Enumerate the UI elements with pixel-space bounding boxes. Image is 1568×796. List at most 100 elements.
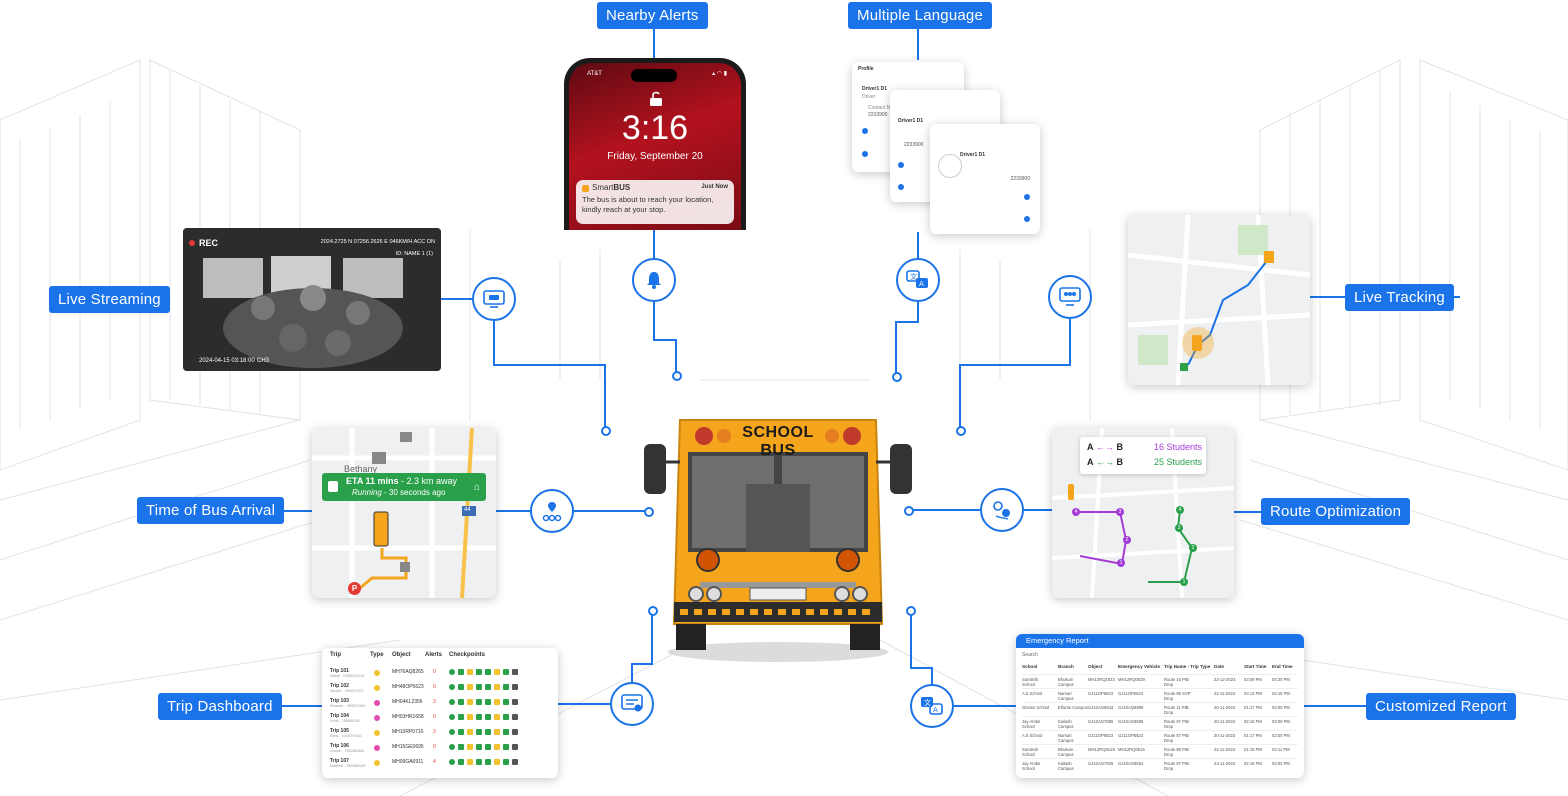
trip-object: MH04KL2356	[392, 699, 423, 705]
trip-checkpoints	[449, 744, 521, 752]
driver-name: Driver1 D1	[960, 152, 986, 158]
route-legend-row-1: A ←→ B	[1087, 442, 1124, 452]
report-cell: 02:50 PM	[1272, 733, 1290, 738]
trip-name: Trip 104	[330, 713, 349, 719]
report-cell: GJ10AQ8989	[1118, 705, 1144, 710]
route-2-students: 25 Students	[1154, 457, 1203, 467]
arrival-map[interactable]: Bethany 44 P	[312, 428, 496, 598]
eta-distance: 2.3 km away	[406, 476, 458, 486]
stream-timestamp: 2024-04-15 03:18:00	[199, 358, 255, 364]
dynamic-island	[631, 69, 677, 82]
trip-object: MH03HR1658	[392, 714, 424, 720]
report-cell: 02:15 PM	[1244, 719, 1262, 724]
contact-phone: 2233900	[1010, 176, 1030, 182]
profile-card-arabic: Driver1 D1 2233900	[930, 124, 1040, 234]
report-cell: Glories School	[1022, 705, 1050, 710]
trip-object: MH76AQ8265	[392, 669, 424, 675]
driver-role: Driver	[862, 94, 876, 100]
trip-object: MH48OP5623	[392, 684, 424, 690]
live-stream-video[interactable]: REC 2024.2725 N 07256.2626 E 046KM/H ACC…	[183, 228, 441, 371]
trip-name: Trip 102	[330, 683, 349, 689]
report-search[interactable]: Search	[1022, 652, 1038, 658]
report-cell: 02:50 PM	[1272, 705, 1290, 710]
eta-banner[interactable]: ETA 11 mins - 2.3 km away Running - 30 s…	[322, 473, 486, 501]
report-cell: Kailash Campus	[1058, 761, 1074, 771]
svg-text:文: 文	[924, 698, 931, 707]
connector-node	[904, 506, 914, 516]
connector-node	[672, 371, 682, 381]
col-type: Type	[370, 652, 384, 658]
eta-status-line: Running - 30 seconds ago	[352, 488, 446, 497]
label-live-tracking: Live Tracking	[1345, 284, 1454, 311]
trip-dashboard-table: Trip Type Object Alerts Checkpoints Trip…	[322, 648, 558, 778]
stream-channel: CH3	[257, 358, 270, 364]
trip-type-icon	[374, 670, 380, 676]
report-cell: 02:53 PM	[1272, 761, 1290, 766]
route-stop: 2	[1189, 544, 1197, 552]
dashboard-monitor-icon	[610, 682, 654, 726]
report-cell: Route 11 PIB Drop	[1164, 705, 1189, 715]
svg-text:A: A	[919, 280, 924, 288]
report-cell: 01:17 PM	[1244, 733, 1262, 738]
svg-text:A: A	[933, 706, 938, 714]
live-tracking-map[interactable]	[1128, 215, 1310, 385]
place-label: Bethany	[344, 464, 378, 474]
col-object: Object	[392, 652, 411, 658]
svg-text:文: 文	[910, 272, 917, 281]
status-icons: ▴ ◠ ▮	[712, 71, 727, 77]
col-trip: Trip	[330, 652, 342, 658]
report-cell: Route 87 PIB Drop	[1164, 761, 1189, 771]
avatar	[938, 154, 962, 178]
report-cell: GJ11OP5623	[1088, 733, 1114, 738]
trip-object: MH15GE0695	[392, 744, 424, 750]
report-title: Emergency Report	[1016, 634, 1304, 648]
parking-marker: P	[348, 582, 361, 595]
col-alerts: Alerts	[425, 652, 443, 658]
trip-checkpoints	[449, 714, 521, 722]
driver-name: Driver1 D1	[898, 118, 924, 124]
phone-lock-screen: AT&T ▴ ◠ ▮ 3:16 Friday, September 20 Sma…	[564, 58, 746, 230]
route-stop: 1	[1117, 559, 1125, 567]
driver-name: Driver1 D1	[862, 86, 888, 92]
report-cell: A.b School	[1022, 691, 1043, 696]
route-from: A	[1087, 442, 1094, 452]
eta-headline: ETA 11 mins - 2.3 km away	[346, 476, 458, 486]
report-cell: Narsari Campus	[1058, 733, 1074, 743]
report-cell: 24-11-2023	[1214, 747, 1236, 752]
report-cell: Bhukum Campus	[1058, 747, 1074, 757]
route-stop: 4	[1072, 508, 1080, 516]
trip-name: Trip 101	[330, 668, 349, 674]
report-cell: GJ10AG7825	[1088, 761, 1114, 766]
report-cell: 03:09 PM	[1244, 677, 1262, 682]
report-cell: Bhukum Campus	[1058, 677, 1074, 687]
app-name-suffix: BUS	[613, 183, 631, 192]
report-cell: 04:15 PM	[1272, 691, 1290, 696]
notification-card[interactable]: SmartBUS Just Now The bus is about to re…	[576, 180, 734, 224]
trip-name: Trip 107	[330, 758, 349, 764]
report-col-header: Start Time	[1244, 664, 1267, 669]
eta-title: ETA 11 mins	[346, 476, 399, 486]
unlock-icon	[649, 91, 663, 107]
trip-type-icon	[374, 730, 380, 736]
trip-type-icon	[374, 760, 380, 766]
eta-status: Running	[352, 488, 382, 497]
report-col-header: Trip Name - Trip Type	[1164, 664, 1211, 669]
report-cell: Sanskriti School	[1022, 747, 1039, 757]
